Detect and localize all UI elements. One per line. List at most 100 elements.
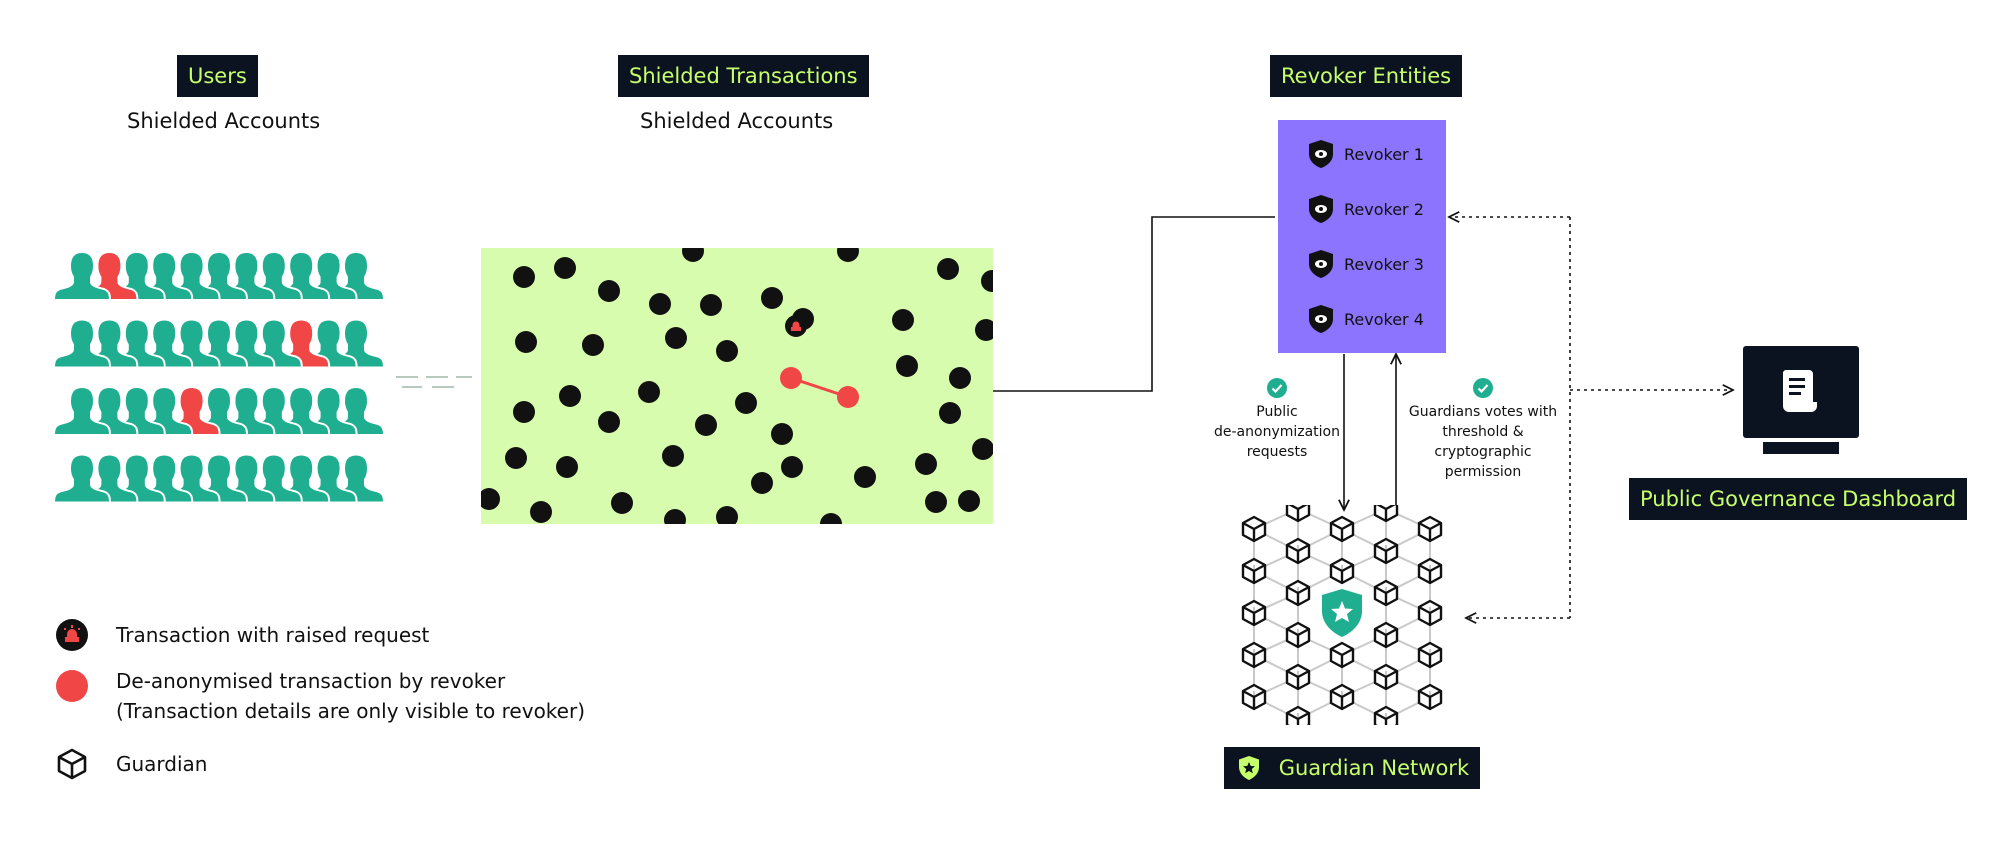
caption-line: Public — [1256, 404, 1298, 420]
guardian-cube-icon — [1329, 641, 1355, 669]
user-figure — [54, 453, 112, 504]
transaction-dot — [505, 447, 527, 469]
transactions-title: Shielded Transactions — [629, 64, 858, 88]
transaction-dot — [513, 401, 535, 423]
guardian-cube-icon — [1285, 621, 1311, 649]
transaction-dot — [896, 355, 918, 377]
user-figure — [54, 318, 112, 369]
guardian-cube-icon — [1329, 515, 1355, 543]
guardian-cube-icon — [1241, 557, 1267, 585]
guardian-network-tag: Guardian Network — [1224, 747, 1481, 789]
deanonymised-link — [780, 315, 859, 408]
revoker-label: Revoker 1 — [1344, 144, 1424, 164]
shield-eye-icon — [1309, 250, 1333, 278]
revoker-entities-box: Revoker 1 Revoker 2 Revoker 3 Revoker 4 — [1278, 120, 1446, 353]
transaction-dot — [939, 402, 961, 424]
transaction-dot — [937, 258, 959, 280]
users-title: Users — [188, 64, 247, 88]
guardian-cube-icon — [1241, 683, 1267, 711]
transaction-dot — [582, 334, 604, 356]
users-crowd — [54, 250, 384, 504]
transaction-dot — [949, 367, 971, 389]
transaction-dot — [665, 327, 687, 349]
guardian-cube-icon — [1373, 705, 1399, 725]
transaction-dot — [958, 490, 980, 512]
guardian-cube-icon — [1417, 641, 1443, 669]
revokers-tag: Revoker Entities — [1270, 55, 1463, 97]
alarm-dot-icon — [56, 619, 88, 651]
transaction-dot — [664, 509, 686, 524]
transaction-dot — [915, 453, 937, 475]
legend-item: Guardian — [56, 748, 207, 780]
revoker-item: Revoker 2 — [1308, 194, 1424, 224]
revokers-title: Revoker Entities — [1281, 64, 1452, 88]
guardian-cube-icon — [1285, 663, 1311, 691]
cube-icon — [57, 748, 87, 780]
caption-line: threshold & cryptographic — [1434, 424, 1532, 460]
transaction-dot — [751, 472, 773, 494]
guardian-shield-icon — [1322, 589, 1362, 637]
caption-line: permission — [1444, 464, 1522, 480]
guardian-cube-icon — [1417, 683, 1443, 711]
transaction-dot — [515, 331, 537, 353]
deanonymised-dot — [837, 386, 859, 408]
legend-item: Transaction with raised request — [56, 619, 429, 651]
guardian-network-graph — [1241, 505, 1443, 725]
transaction-dot — [972, 438, 993, 460]
guardian-cube-icon — [1373, 579, 1399, 607]
deanonymised-dot — [780, 367, 802, 389]
transaction-dot — [481, 488, 500, 510]
shield-eye-icon — [1309, 140, 1333, 168]
guardian-network-title: Guardian Network — [1278, 756, 1470, 780]
transaction-dot — [854, 466, 876, 488]
users-subtitle: Shielded Accounts — [127, 109, 321, 133]
transaction-dot — [771, 423, 793, 445]
transaction-dot — [638, 381, 660, 403]
legend-text: De-anonymised transaction by revoker (Tr… — [116, 666, 585, 726]
caption-line: requests — [1246, 444, 1308, 460]
guardian-cube-icon — [1285, 579, 1311, 607]
transaction-dot — [649, 293, 671, 315]
guardian-cube-icon — [1417, 515, 1443, 543]
legend-item: De-anonymised transaction by revoker (Tr… — [56, 669, 585, 726]
transaction-dot — [611, 492, 633, 514]
transaction-dot — [559, 385, 581, 407]
transaction-dot — [513, 266, 535, 288]
transaction-dot — [556, 456, 578, 478]
shielded-transactions-panel — [481, 248, 993, 524]
user-figure — [54, 385, 112, 436]
guardian-cube-icon — [1285, 705, 1311, 725]
legend-line: (Transaction details are only visible to… — [116, 699, 586, 723]
transaction-dot — [716, 340, 738, 362]
user-figure — [54, 250, 112, 301]
guardian-shield-icon — [1239, 756, 1259, 780]
revoker-item: Revoker 1 — [1308, 139, 1424, 169]
shield-eye-icon — [1309, 305, 1333, 333]
transactions-tag: Shielded Transactions — [618, 55, 869, 97]
shield-eye-icon — [1309, 195, 1333, 223]
transaction-dot — [820, 513, 842, 524]
transaction-dot — [682, 248, 704, 262]
transaction-dot — [662, 445, 684, 467]
guardian-cube-icon — [1285, 537, 1311, 565]
guardian-cube-icon — [1373, 621, 1399, 649]
transaction-dot — [981, 270, 993, 292]
transaction-dot — [530, 501, 552, 523]
revoker-label: Revoker 2 — [1344, 199, 1424, 219]
transaction-dot — [975, 319, 993, 341]
red-dot-icon — [56, 670, 88, 702]
guardian-cube-icon — [1329, 557, 1355, 585]
guardian-cube-icon — [1373, 505, 1399, 523]
check-circle-icon — [1473, 378, 1493, 398]
transaction-dot — [781, 456, 803, 478]
guardian-cube-icon — [1241, 641, 1267, 669]
transaction-dot — [695, 414, 717, 436]
revoker-label: Revoker 3 — [1344, 254, 1424, 274]
dashboard-monitor-icon — [1743, 346, 1859, 454]
transaction-dot — [598, 411, 620, 433]
legend-line: De-anonymised transaction by revoker — [116, 669, 506, 693]
transactions-subtitle: Shielded Accounts — [640, 109, 834, 133]
public-requests-caption: Public de-anonymization requests — [1207, 402, 1347, 462]
transaction-dot — [735, 392, 757, 414]
guardian-cube-icon — [1417, 599, 1443, 627]
